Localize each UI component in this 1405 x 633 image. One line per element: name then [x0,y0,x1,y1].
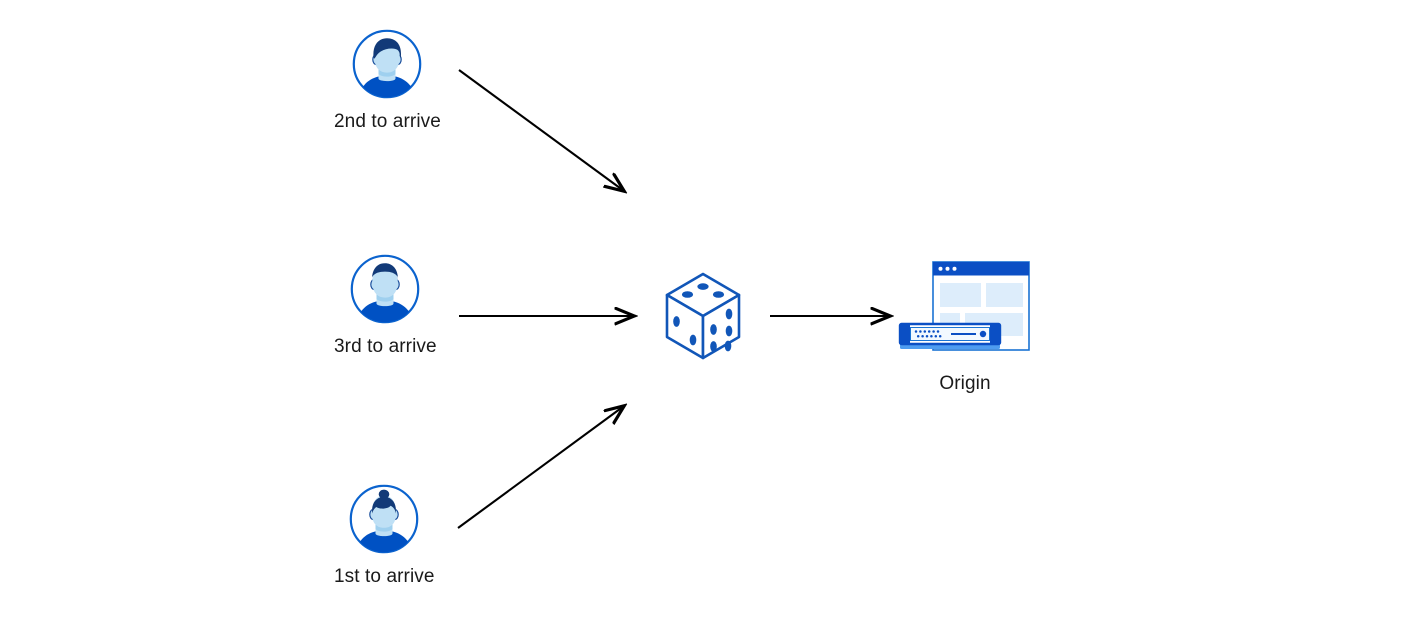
person-avatar-icon [348,252,422,326]
node-label-visitor-2: 2nd to arrive [334,111,441,132]
arrow-visitor1-to-dice [457,406,624,529]
arrow-visitor2-to-dice [458,69,624,191]
origin-server-icon [897,258,1033,363]
node-randomizer[interactable] [658,270,748,372]
server-appliance-graphic [898,322,1002,349]
node-label-origin: Origin [939,373,991,394]
node-origin[interactable]: Origin [897,258,1033,395]
person-avatar-icon [347,482,421,556]
node-visitor-1[interactable]: 1st to arrive [334,482,435,588]
node-label-visitor-1: 1st to arrive [334,566,435,587]
dice-icon [658,270,748,362]
node-label-visitor-3: 3rd to arrive [334,336,437,357]
node-visitor-2[interactable]: 2nd to arrive [334,27,441,133]
node-visitor-3[interactable]: 3rd to arrive [334,252,437,358]
person-avatar-icon [350,27,424,101]
